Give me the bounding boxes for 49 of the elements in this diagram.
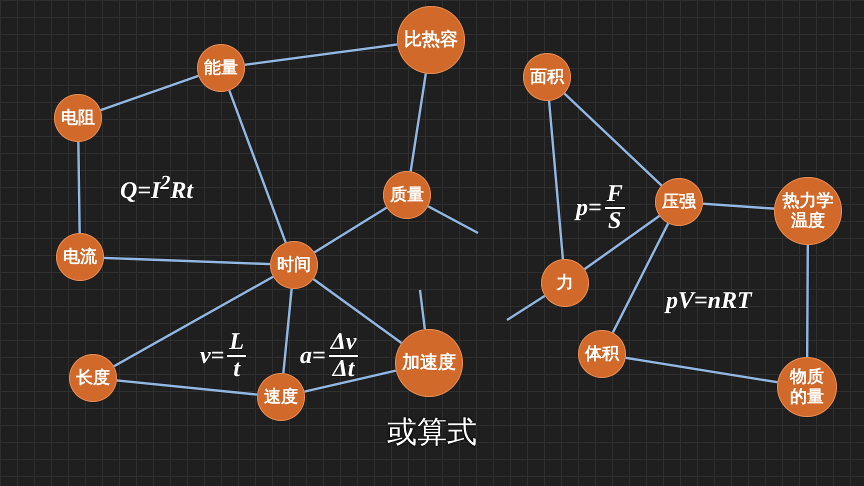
formula-text: a= <box>300 342 326 370</box>
connector-line <box>77 142 81 234</box>
connector-line <box>418 290 426 330</box>
connector-line <box>314 206 388 254</box>
concept-circle: 质量 <box>383 171 431 219</box>
caption-text: 或算式 <box>387 415 477 450</box>
formula-text: Δt <box>332 357 354 382</box>
formula-text: S <box>608 209 622 234</box>
connector-line <box>312 278 402 344</box>
concept-circle: 电阻 <box>54 94 102 142</box>
concept-circle: 长度 <box>69 354 117 402</box>
concept-circle: 比热容 <box>397 6 465 74</box>
connector-line <box>282 288 293 374</box>
concept-circle: 电流 <box>56 233 104 281</box>
formula-text: F <box>604 182 625 210</box>
formula-text: Δv <box>328 330 358 358</box>
concept-circle: 热力学温度 <box>774 177 842 245</box>
connector-line <box>100 74 199 112</box>
connector-line <box>244 43 398 66</box>
concept-circle: 速度 <box>257 373 305 421</box>
concept-circle: 力 <box>541 259 589 307</box>
concept-circle: 面积 <box>523 53 571 101</box>
connector-line <box>548 100 564 260</box>
formula-text: Q=I$^{2}$Rt <box>120 172 194 205</box>
connector-line <box>409 73 427 172</box>
connector-line <box>304 369 396 393</box>
formula-text: v= <box>200 342 224 370</box>
concept-circle: 加速度 <box>395 329 463 397</box>
connector-line <box>564 92 662 186</box>
concept-circle: 时间 <box>270 241 318 289</box>
concept-circle: 体积 <box>578 330 626 378</box>
connector-line <box>104 256 270 266</box>
connector-line <box>702 202 774 210</box>
connector-line <box>584 214 660 270</box>
connector-line <box>626 356 778 384</box>
concept-circle: 物质的量 <box>777 357 837 417</box>
formula-text: L <box>227 330 246 358</box>
formula-text: t <box>233 357 240 382</box>
connector-line <box>428 205 479 234</box>
connector-line <box>612 222 670 334</box>
formula-text: pV=nRT <box>666 288 752 315</box>
connector-line <box>506 294 546 322</box>
concept-circle: 压强 <box>655 178 703 226</box>
connector-line <box>113 276 274 368</box>
connector-line <box>116 379 258 396</box>
formula-text: p= <box>576 194 602 222</box>
connector-line <box>228 90 287 243</box>
concept-circle: 能量 <box>197 44 245 92</box>
connector-line <box>806 245 809 357</box>
